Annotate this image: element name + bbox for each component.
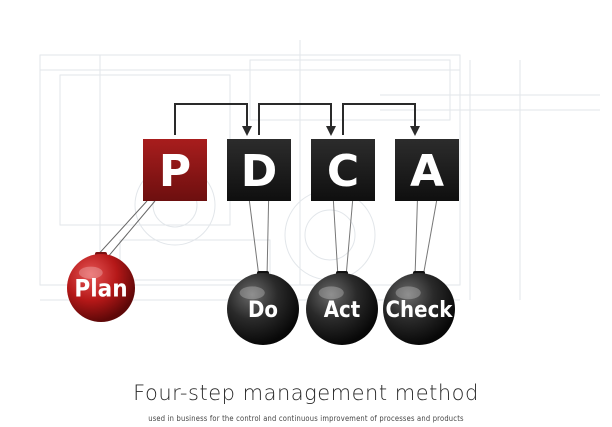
box-letter: C [327,146,359,197]
string [106,200,156,259]
box-letter: A [410,146,444,197]
diagram-subtitle: used in business for the control and con… [148,414,464,423]
letter-box-p: P [143,139,207,201]
string [414,200,418,278]
letter-box-a: A [395,139,459,201]
box-letter: P [159,146,191,197]
string [94,200,148,259]
letter-box-c: C [311,139,375,201]
flow-arrow [174,103,252,136]
ball-shape [227,273,299,345]
ball-label: Do [248,298,278,323]
box-shape [395,139,459,201]
flow-arrows [174,103,420,136]
string [345,200,354,278]
string [266,200,270,278]
ball-do: Do [227,273,299,345]
box-letter: D [241,146,278,197]
ball-check: Check [383,273,455,345]
flow-arrow [342,103,420,136]
ball-plan: Plan [67,254,135,322]
ball-shape [67,254,135,322]
ball-shape [306,273,378,345]
ball-shape [383,273,455,345]
ball-label: Act [324,298,361,323]
letter-box-d: D [227,139,291,201]
ball-highlight [395,286,421,300]
ball-act: Act [306,273,378,345]
string [422,200,438,278]
ball-highlight [318,286,344,300]
box-shape [227,139,291,201]
diagram-title: Four-step management method [133,381,479,405]
ball-label: Plan [74,275,127,303]
ball-highlight [78,266,103,279]
ball-highlight [239,286,265,300]
box-shape [311,139,375,201]
ball-label: Check [386,298,454,323]
box-shape [143,139,207,201]
string [248,200,260,278]
flow-arrow [258,103,336,136]
string [332,200,339,278]
